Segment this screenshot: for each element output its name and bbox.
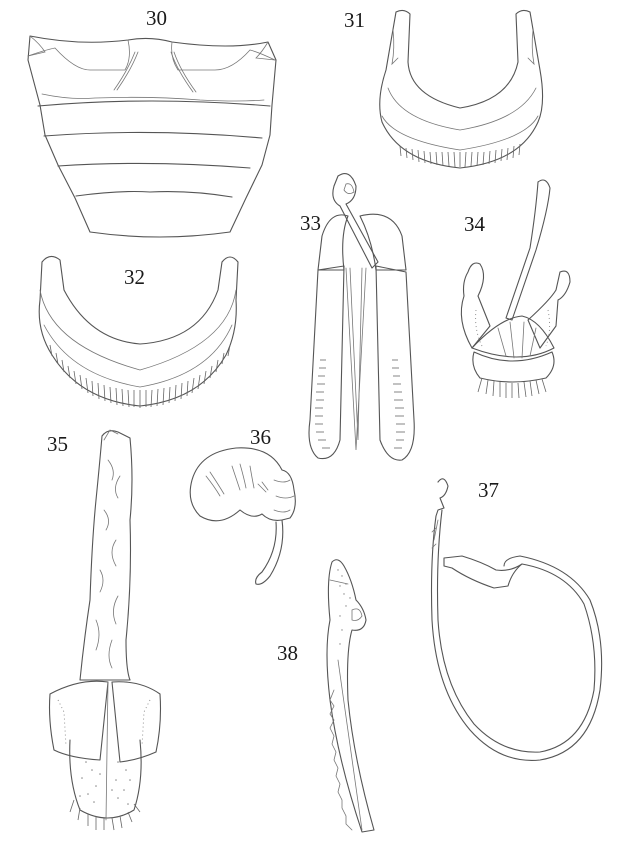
figure-label-31: 31 bbox=[344, 8, 365, 32]
setae-rows bbox=[315, 359, 405, 449]
figure-31-drawing bbox=[379, 9, 544, 169]
figure-label-32: 32 bbox=[124, 265, 145, 289]
figure-30-drawing bbox=[27, 35, 277, 238]
figure-34-drawing bbox=[460, 179, 571, 399]
figure-label-35: 35 bbox=[47, 432, 68, 456]
figure-37-drawing bbox=[430, 478, 603, 761]
figure-32-drawing bbox=[38, 255, 239, 408]
stippling bbox=[79, 761, 131, 805]
figure-35-drawing bbox=[48, 429, 162, 831]
figure-label-33: 33 bbox=[300, 211, 321, 235]
figure-36-drawing bbox=[189, 447, 296, 585]
figure-label-38: 38 bbox=[277, 641, 298, 665]
setae-row bbox=[399, 143, 521, 168]
figure-label-34: 34 bbox=[464, 212, 485, 236]
figure-label-37: 37 bbox=[478, 478, 499, 502]
figure-38-drawing bbox=[326, 559, 375, 833]
stippling bbox=[337, 569, 351, 645]
figure-label-30: 30 bbox=[146, 6, 167, 30]
setae-fringe bbox=[49, 344, 231, 408]
setae-tuft bbox=[477, 377, 547, 399]
figure-label-36: 36 bbox=[250, 425, 271, 449]
figure-33-drawing bbox=[308, 173, 415, 461]
setae-tip bbox=[69, 799, 141, 831]
